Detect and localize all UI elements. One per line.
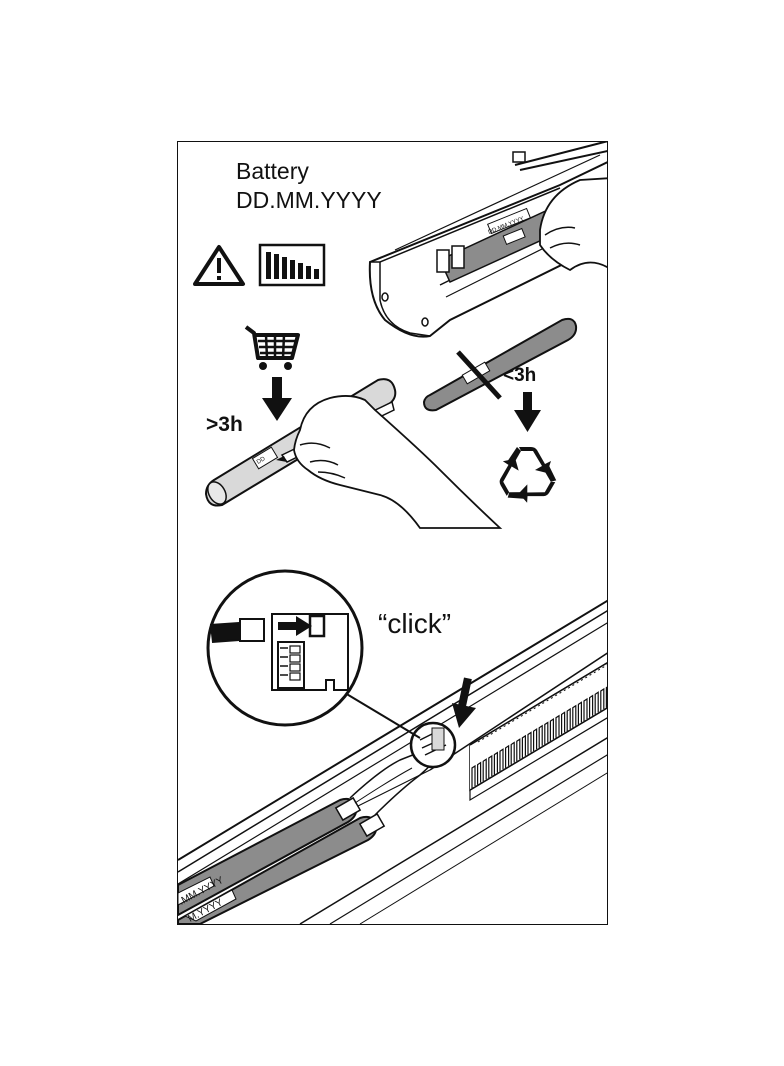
installed-batteries	[178, 747, 441, 924]
rack-tooth	[533, 728, 538, 752]
rack-tooth	[482, 758, 487, 782]
rail-housing	[178, 599, 607, 924]
rack-tooth	[521, 734, 526, 758]
gear-rack	[471, 682, 615, 788]
click-sound-label: “click”	[378, 608, 452, 639]
hand-with-pen	[276, 395, 503, 529]
callout-line	[339, 689, 421, 739]
rack-tooth	[577, 701, 582, 725]
rack-tooth	[488, 754, 493, 778]
new-battery-label: DD	[256, 456, 267, 466]
connector-spot	[409, 721, 457, 769]
down-arrow-replace	[262, 377, 292, 421]
recycle-icon	[499, 447, 557, 503]
down-arrow-discard	[514, 392, 541, 432]
rack-tooth	[605, 686, 607, 708]
rack-tooth	[572, 704, 577, 728]
replace-threshold-label: >3h	[206, 413, 243, 436]
rack-tooth	[516, 738, 521, 762]
discard-threshold-label: <3h	[503, 365, 537, 386]
insert-arrow	[452, 677, 476, 728]
battery-housing-illustration	[368, 142, 607, 338]
rack-tooth	[561, 711, 566, 735]
warning-icon	[193, 245, 245, 286]
rack-tooth	[471, 764, 476, 788]
rack-tooth	[493, 751, 498, 775]
battery-date-format: DD.MM.YYYY	[236, 187, 382, 213]
rack-tooth	[555, 714, 560, 738]
rack-tooth	[594, 691, 599, 715]
rack-tooth	[499, 748, 504, 772]
old-battery-crossed	[422, 317, 578, 412]
battery-level-icon	[258, 243, 326, 287]
rack-tooth	[477, 761, 482, 785]
rack-tooth	[583, 697, 588, 721]
rack-tooth	[589, 694, 594, 718]
rack-tooth	[505, 744, 510, 768]
rack-tooth	[612, 682, 615, 704]
rack-tooth	[566, 707, 571, 732]
rack-tooth	[600, 687, 605, 711]
connector-magnifier	[206, 569, 364, 727]
shopping-cart-icon	[244, 325, 300, 370]
rack-tooth	[538, 724, 543, 748]
rack-tooth	[544, 721, 549, 745]
rack-tooth	[510, 741, 515, 765]
rack-tooth	[527, 731, 532, 755]
battery-title: Battery	[236, 158, 309, 184]
rack-tooth	[549, 717, 554, 742]
